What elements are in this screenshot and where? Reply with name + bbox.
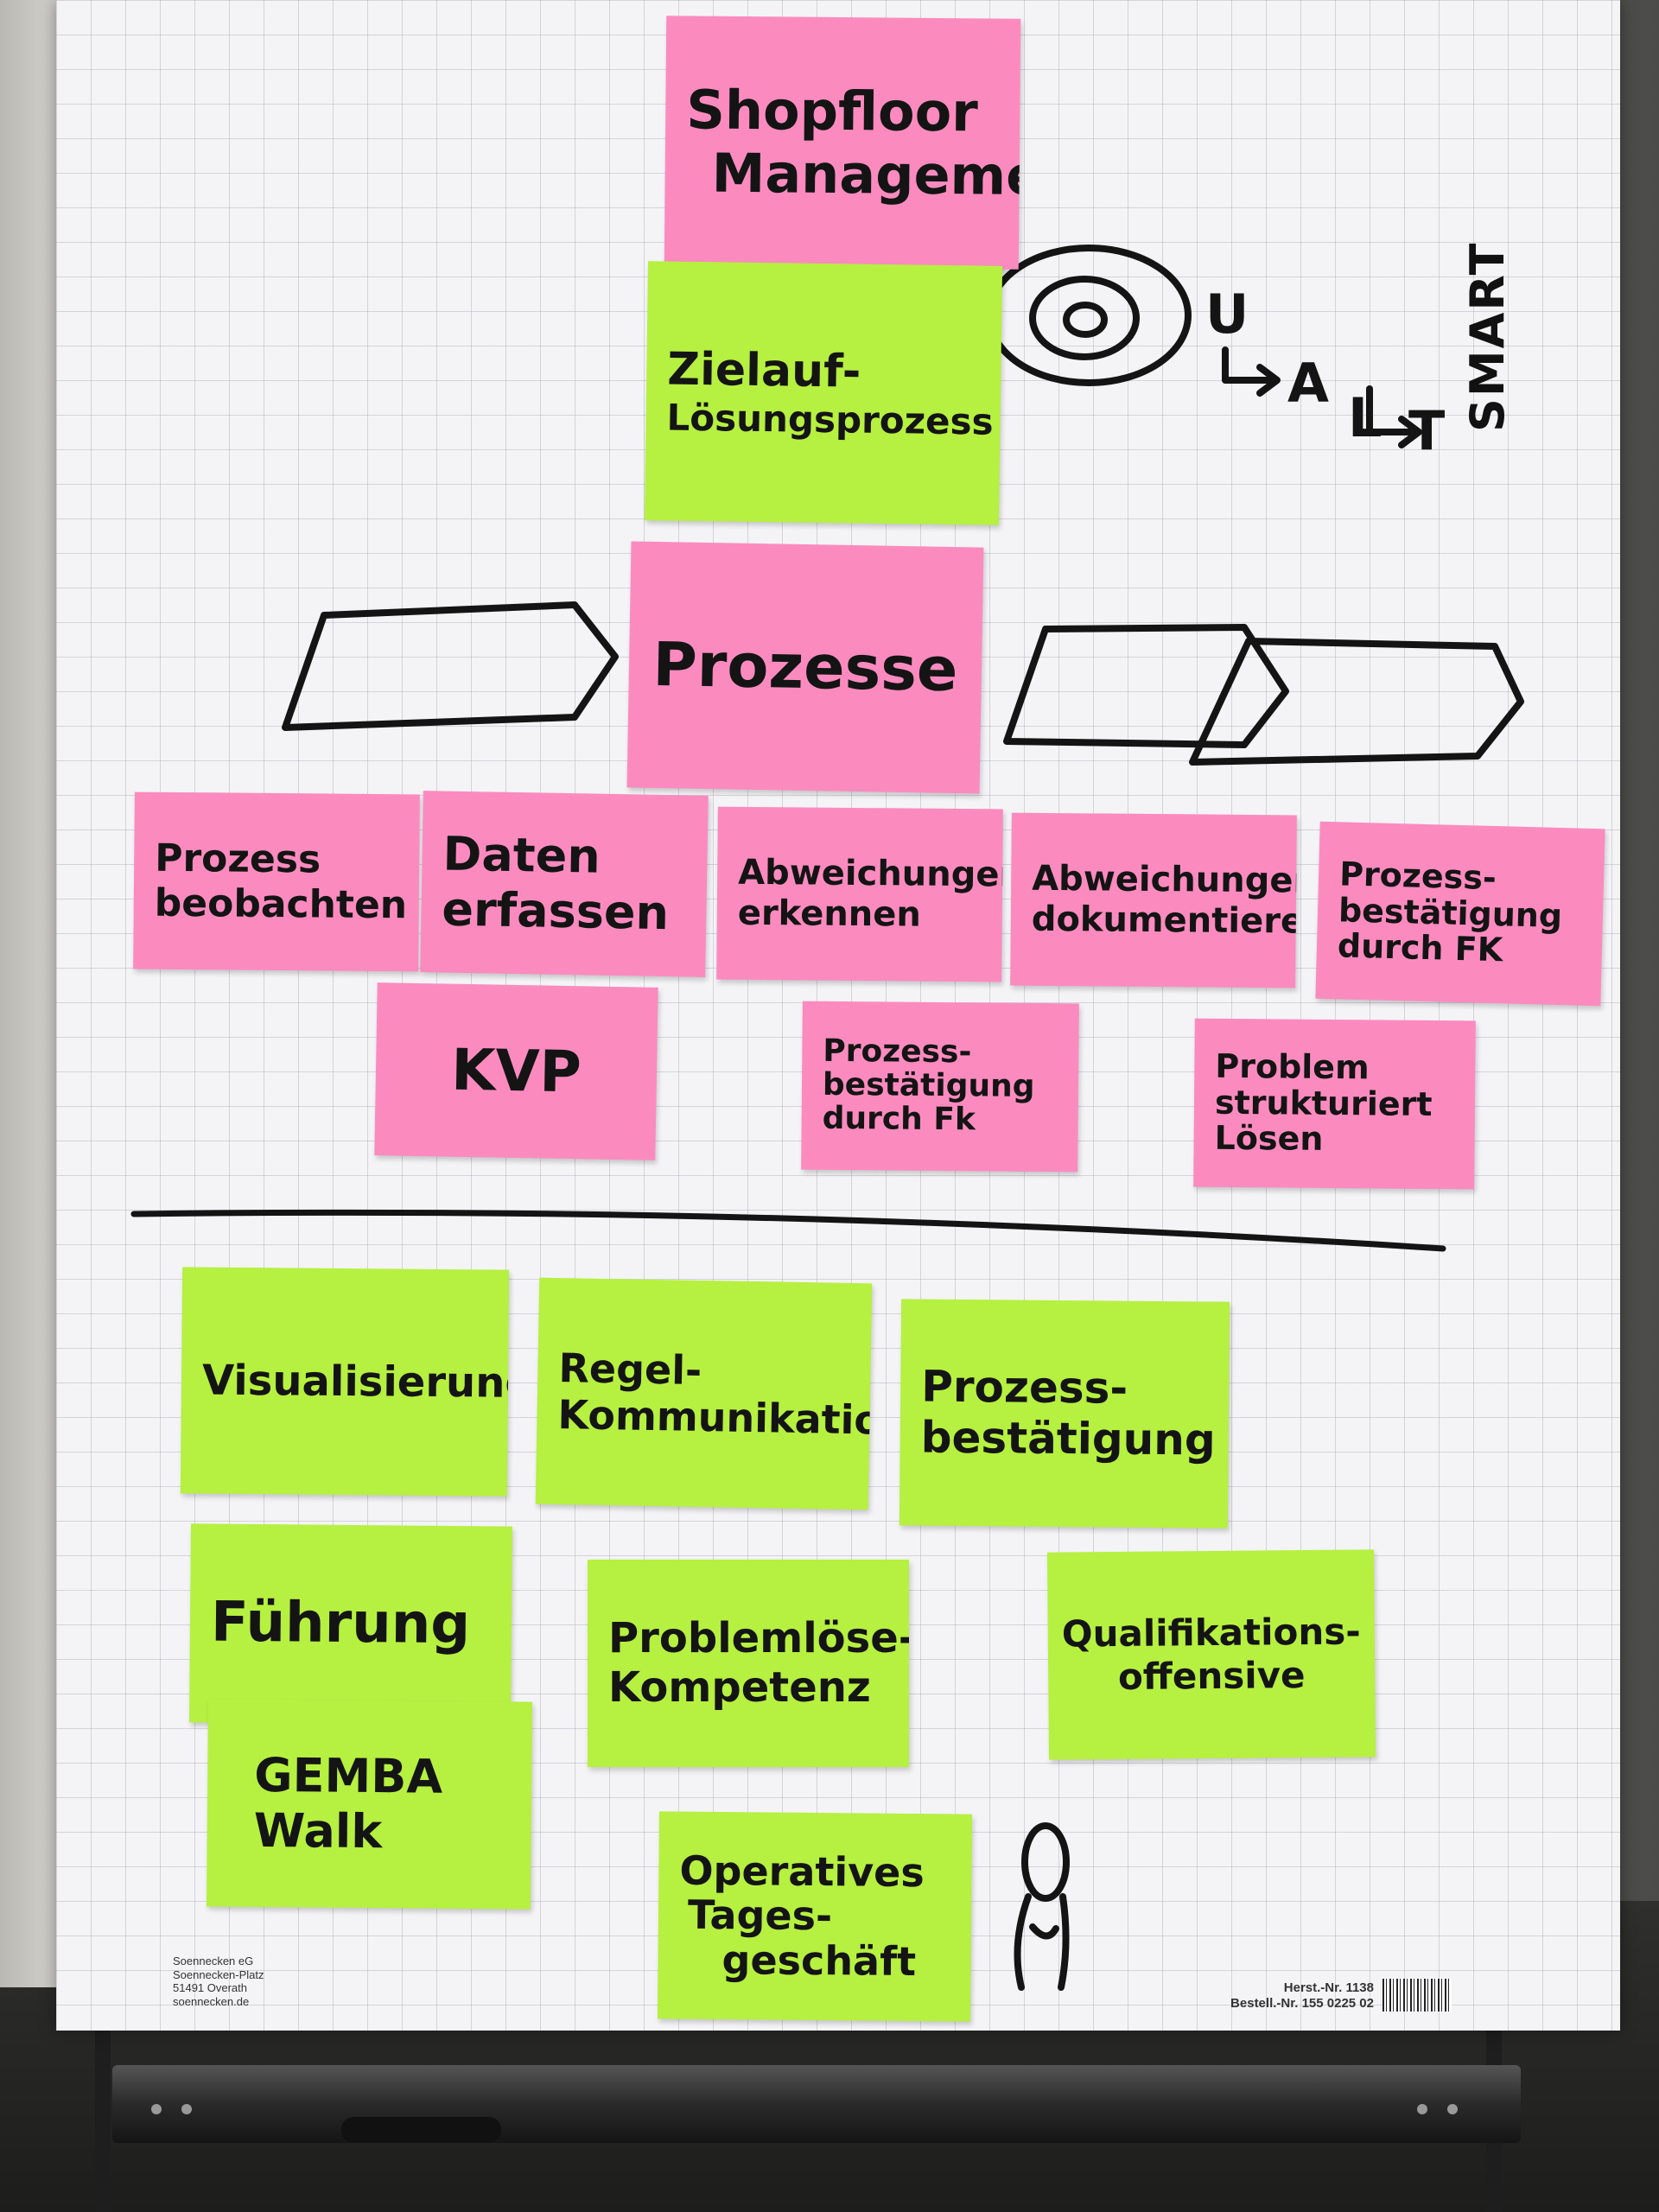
- note-line: Prozess: [155, 836, 321, 882]
- note-problemloese-kompetenz: Problemlöse- Kompetenz: [588, 1560, 909, 1767]
- note-line: Prozess-: [921, 1361, 1128, 1414]
- tray-bolt: [1417, 2104, 1427, 2114]
- annotation-letter-a: A: [1287, 352, 1329, 415]
- barcode: [1382, 1979, 1452, 2012]
- note-prozessbestaetigung-fk-1: Prozess- bestätigung durch FK: [1315, 821, 1605, 1007]
- note-line: durch FK: [1337, 926, 1503, 969]
- process-shape-right-2: [1189, 638, 1524, 766]
- note-line: Prozesse: [652, 629, 959, 706]
- annotation-letter-t: T: [1408, 399, 1445, 462]
- manufacturer-imprint: Soennecken eG Soennecken-Platz 51491 Ove…: [173, 1955, 264, 2008]
- arrow-1: [1222, 346, 1281, 397]
- note-prozess-beobachten: Prozess beobachten: [133, 791, 420, 972]
- note-line: Management: [711, 141, 1021, 208]
- target-ring-outer: [986, 245, 1192, 386]
- note-line: beobachten: [154, 880, 408, 927]
- note-line: Zielauf-: [666, 343, 861, 398]
- note-line: GEMBA: [254, 1748, 443, 1805]
- note-daten-erfassen: Daten erfassen: [420, 791, 709, 977]
- note-line: Walk: [253, 1802, 383, 1859]
- person-head: [1021, 1822, 1070, 1902]
- note-line: Abweichungen: [738, 852, 1003, 895]
- note-line: strukturiert: [1214, 1083, 1433, 1123]
- note-line: geschäft: [721, 1936, 917, 1985]
- imprint-line: Herst.-Nr. 1138: [1283, 1980, 1374, 1995]
- note-line: KVP: [450, 1036, 582, 1106]
- note-line: bestätigung: [822, 1066, 1035, 1105]
- note-line: Operatives: [679, 1847, 925, 1896]
- note-line: Qualifikations-: [1061, 1610, 1361, 1656]
- tray-bolt: [151, 2104, 162, 2114]
- note-fuehrung: Führung: [189, 1523, 512, 1726]
- note-line: Regel-: [558, 1344, 702, 1394]
- product-number-imprint: Herst.-Nr. 1138 Bestell.-Nr. 155 0225 02: [1192, 1980, 1374, 2012]
- imprint-line: 51491 Overath: [173, 1981, 248, 1995]
- marker-pen[interactable]: [341, 2117, 501, 2143]
- annotation-letter-u: U: [1205, 283, 1249, 346]
- note-prozessbestaetigung: Prozess- bestätigung: [899, 1299, 1230, 1529]
- process-shape-right-1: [1003, 624, 1289, 748]
- flipchart-tray: [112, 2065, 1521, 2143]
- note-line: offensive: [1117, 1654, 1306, 1698]
- imprint-line: Soennecken-Platz: [173, 1967, 264, 1981]
- target-ring-inner: [1063, 302, 1108, 338]
- note-prozesse: Prozesse: [626, 541, 984, 794]
- annotation-letter-l: L: [1348, 386, 1382, 449]
- imprint-line: Soennecken eG: [173, 1955, 254, 1967]
- note-prozessbestaetigung-fk-2: Prozess- bestätigung durch Fk: [801, 1001, 1079, 1173]
- note-line: Visualisierung: [201, 1356, 510, 1408]
- note-line: Kompetenz: [608, 1663, 871, 1712]
- note-abweichungen-erkennen: Abweichungen erkennen: [716, 806, 1003, 982]
- note-regelkommunikation: Regel- Kommunikation: [535, 1277, 873, 1510]
- note-line: Shopfloor: [686, 78, 979, 144]
- note-line: Problemlöse-: [608, 1614, 909, 1663]
- target-ring-middle: [1029, 276, 1140, 360]
- note-line: Problem: [1215, 1046, 1370, 1087]
- imprint-line: Bestell.-Nr. 155 0225 02: [1230, 1996, 1374, 2011]
- note-problem-strukturiert-loesen: Problem strukturiert Lösen: [1193, 1018, 1476, 1190]
- process-shape-left: [282, 601, 619, 731]
- note-line: Tages-: [687, 1891, 833, 1940]
- note-gemba-walk: GEMBA Walk: [206, 1699, 533, 1910]
- stand-leg-left: [95, 1987, 111, 2212]
- note-line: Daten: [442, 826, 601, 884]
- note-line: dokumentieren: [1031, 899, 1297, 942]
- imprint-line: soennecken.de: [173, 1994, 250, 2008]
- note-line: bestätigung: [920, 1412, 1216, 1465]
- note-line: durch Fk: [822, 1100, 976, 1138]
- note-zielauf-loesungsprozess: Zielauf- Lösungsprozess: [644, 261, 1003, 525]
- note-qualifikationsoffensive: Qualifikations- offensive: [1046, 1549, 1376, 1760]
- person-body: [1014, 1893, 1070, 1991]
- note-line: Lösungsprozess: [666, 396, 994, 443]
- arrow-2: [1366, 385, 1422, 448]
- divider-line: [130, 1209, 1446, 1252]
- annotation-smart: SMART: [1460, 241, 1515, 432]
- note-shopfloor-management: Shopfloor Management: [664, 16, 1021, 270]
- note-line: Prozess-: [823, 1033, 972, 1071]
- note-line: erfassen: [441, 881, 670, 941]
- note-line: Kommunikation: [557, 1391, 873, 1445]
- tray-bolt: [181, 2104, 192, 2114]
- note-line: Abweichungen: [1032, 858, 1297, 901]
- tray-bolt: [1447, 2104, 1458, 2114]
- note-kvp: KVP: [374, 982, 658, 1160]
- note-operatives-tagesgeschaeft: Operatives Tages- geschäft: [657, 1811, 973, 2022]
- note-line: Führung: [210, 1590, 471, 1657]
- note-line: erkennen: [737, 893, 922, 935]
- note-line: Lösen: [1214, 1119, 1324, 1159]
- note-visualisierung: Visualisierung: [180, 1267, 510, 1497]
- note-abweichungen-dokumentieren: Abweichungen dokumentieren: [1010, 812, 1297, 988]
